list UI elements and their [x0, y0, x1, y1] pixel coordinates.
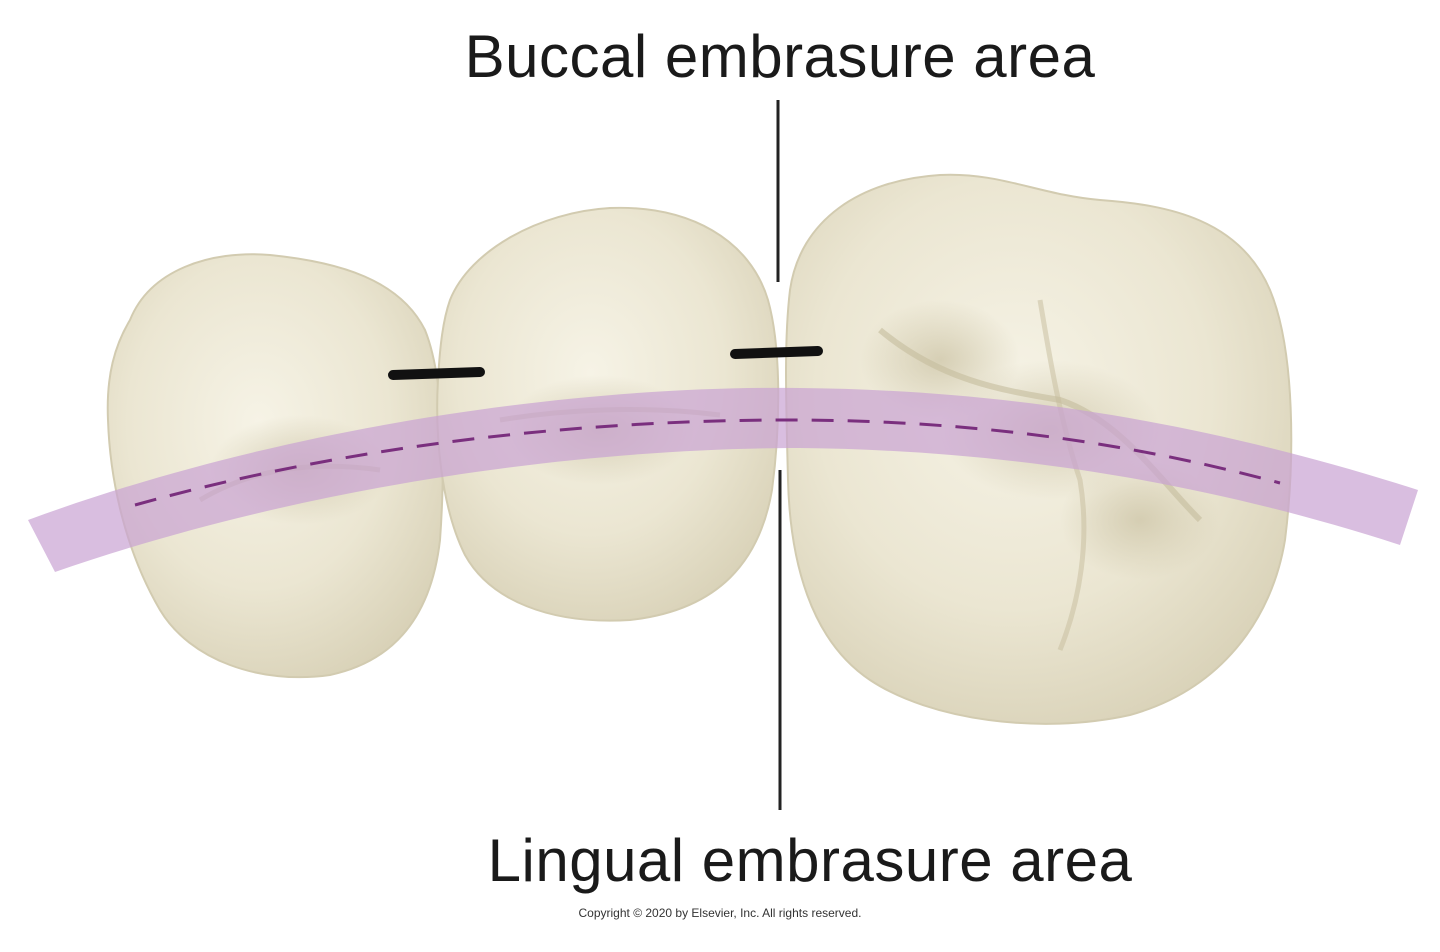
- contact-mark-left: [388, 367, 485, 380]
- arch-center-line: [134, 418, 1281, 507]
- arch-band: [28, 387, 1418, 572]
- molar-groove-2: [1037, 299, 1087, 651]
- contact-mark-right: [730, 346, 823, 359]
- copyright-notice: Copyright © 2020 by Elsevier, Inc. All r…: [578, 906, 862, 920]
- lingual-embrasure-label: Lingual embrasure area: [487, 827, 1133, 894]
- molar-fossa-distal: [1060, 460, 1220, 580]
- buccal-embrasure-label: Buccal embrasure area: [464, 23, 1096, 90]
